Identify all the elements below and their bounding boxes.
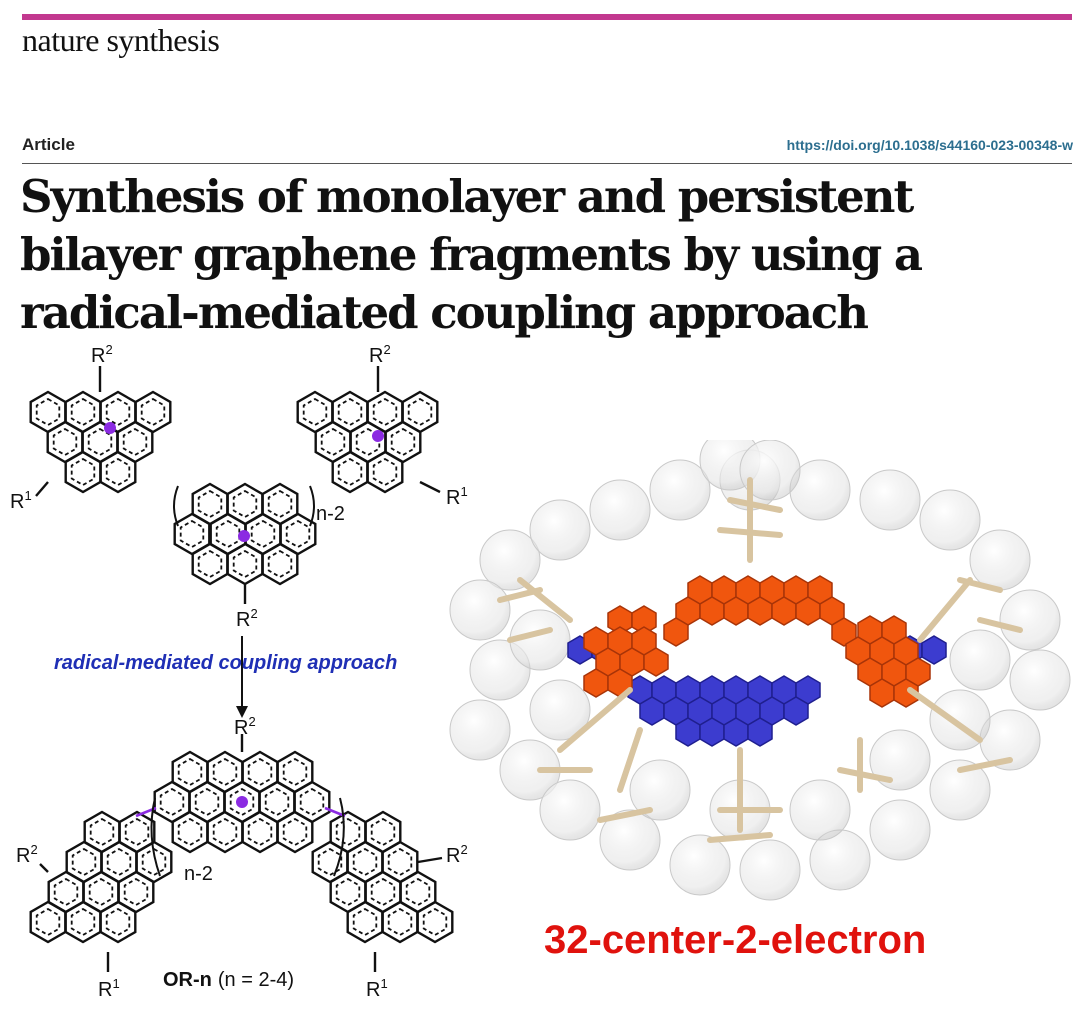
substituent-r2-product-top: R2 (234, 714, 256, 739)
reaction-scheme: R2 R1 R2 R1 n-2 R2 (10, 342, 468, 1001)
title-line-3: radical-mediated coupling approach (20, 286, 869, 339)
radical-dot (104, 422, 116, 434)
substituent-r2-middle: R2 (236, 606, 258, 631)
product-label: OR-n(n = 2-4) (163, 969, 294, 991)
reactant-right-unit (296, 390, 439, 494)
substituent-r2-top-left: R2 (91, 342, 113, 367)
substituent-r2-product-left: R2 (16, 842, 38, 867)
doi-link[interactable]: https://doi.org/10.1038/s44160-023-00348… (786, 137, 1073, 153)
reactant-middle-unit (173, 482, 317, 586)
bilayer-molecule-model (449, 440, 1071, 901)
journal-name: nature synthesis (22, 22, 220, 58)
title-line-1: Synthesis of monolayer and persistent (20, 170, 914, 223)
radical-dot (238, 530, 250, 542)
radical-dot (372, 430, 384, 442)
substituent-r1-right: R1 (446, 484, 468, 509)
repeat-label-top: n-2 (316, 503, 345, 525)
electron-count-label: 32-center-2-electron (544, 918, 927, 962)
substituent-r1-product-right: R1 (366, 976, 388, 1001)
tert-butyl-sticks (497, 477, 1023, 843)
reaction-label: radical-mediated coupling approach (54, 652, 398, 674)
substituent-r2-top-right: R2 (369, 342, 391, 367)
accent-bar (22, 14, 1072, 20)
title-line-2: bilayer graphene fragments by using a (20, 228, 923, 281)
substituent-r1-product-left: R1 (98, 976, 120, 1001)
article-title: Synthesis of monolayer and persistent bi… (20, 168, 1070, 342)
radical-dot (236, 796, 248, 808)
repeat-label-bottom: n-2 (184, 863, 213, 885)
substituent-r1-left: R1 (10, 488, 32, 513)
substituent-r2-product-right: R2 (446, 842, 468, 867)
header-rule (22, 163, 1072, 164)
reactant-left-unit (29, 390, 172, 494)
article-type: Article (22, 135, 75, 154)
product-structure (29, 750, 454, 944)
